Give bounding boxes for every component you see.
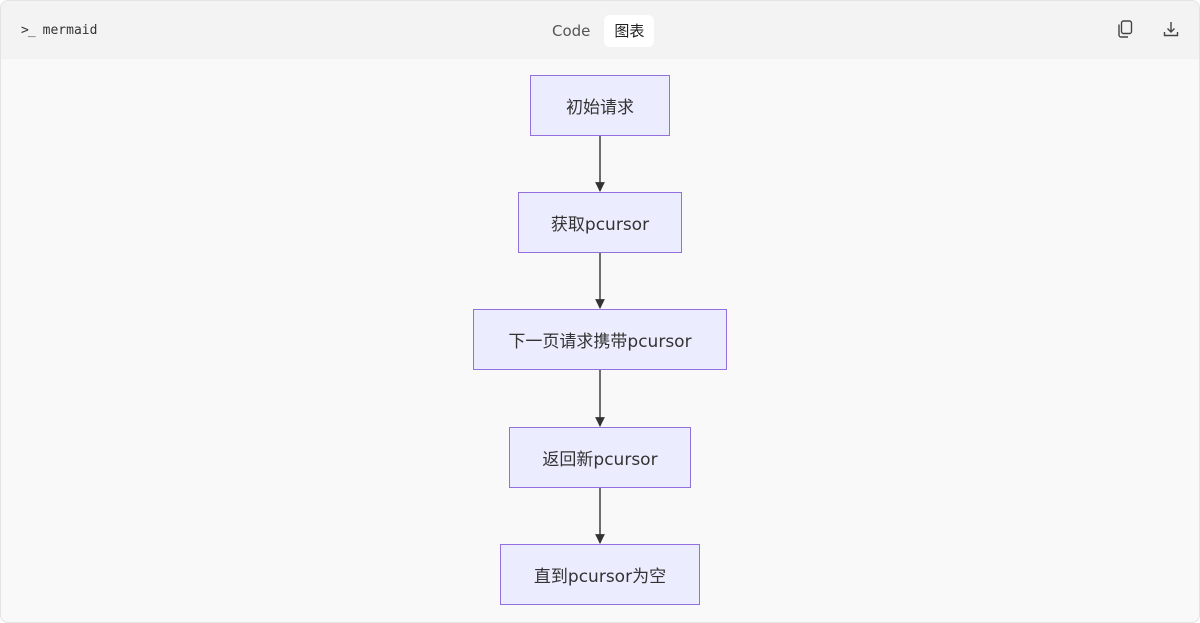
tab-code[interactable]: Code bbox=[552, 22, 591, 40]
download-button[interactable] bbox=[1161, 19, 1181, 39]
view-tabs: Code 图表 bbox=[542, 15, 655, 47]
download-icon bbox=[1163, 22, 1179, 37]
node-until-pcursor-empty: 直到pcursor为空 bbox=[500, 544, 700, 605]
node-return-new-pcursor: 返回新pcursor bbox=[509, 427, 691, 488]
node-initial-request: 初始请求 bbox=[530, 75, 670, 136]
node-next-page-request: 下一页请求携带pcursor bbox=[473, 309, 727, 370]
node-get-pcursor: 获取pcursor bbox=[518, 192, 682, 253]
copy-button[interactable] bbox=[1115, 19, 1135, 39]
terminal-prompt-icon: >_ bbox=[21, 23, 36, 38]
tab-diagram[interactable]: 图表 bbox=[604, 15, 655, 47]
header-actions bbox=[1115, 19, 1181, 39]
code-block-header: >_ mermaid Code 图表 bbox=[1, 1, 1199, 59]
language-name: mermaid bbox=[42, 23, 98, 38]
copy-icon bbox=[1118, 20, 1133, 38]
flowchart-diagram: 初始请求 获取pcursor 下一页请求携带pcursor 返回新pcursor… bbox=[1, 59, 1199, 622]
language-label: >_ mermaid bbox=[21, 23, 97, 38]
flowchart-edges bbox=[595, 136, 605, 544]
